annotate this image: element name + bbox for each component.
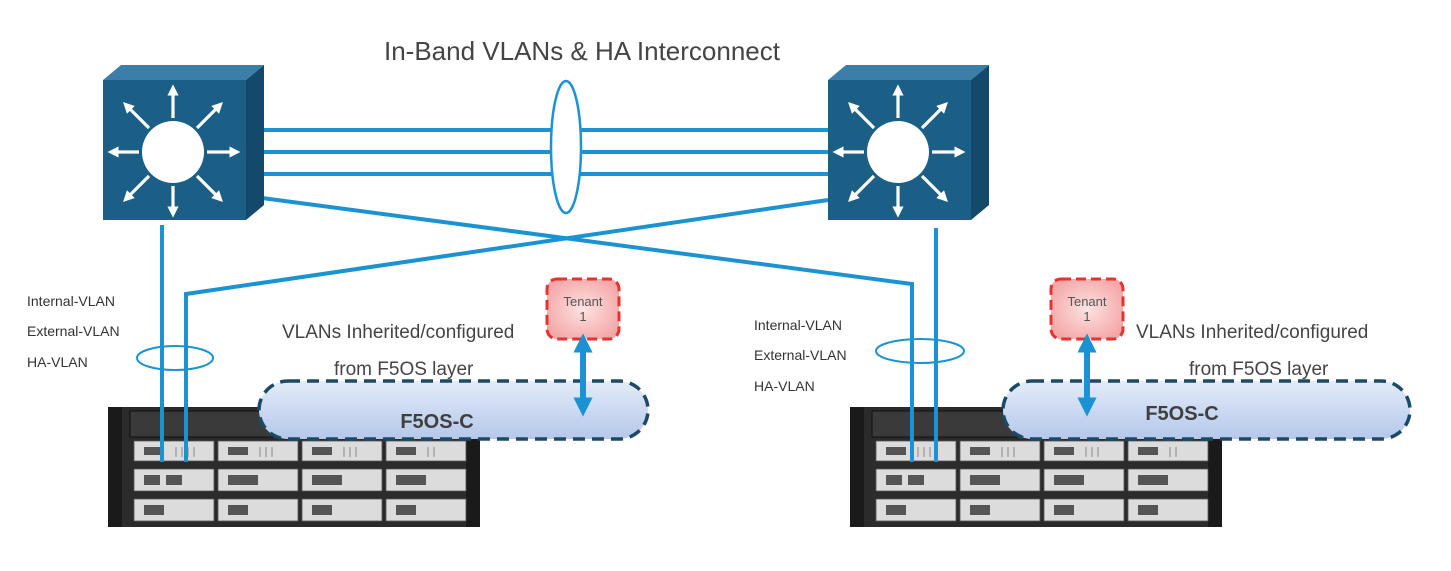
right-vlan-internal: Internal-VLAN — [754, 317, 842, 333]
layer3-switch-icon — [103, 65, 264, 220]
left-switch-to-right-chassis-link — [261, 196, 914, 462]
right-tenant-number: 1 — [1083, 309, 1090, 324]
left-vlan-ha: HA-VLAN — [27, 354, 88, 370]
chassis-cables — [160, 405, 938, 462]
left-vlan-bundle — [136, 345, 214, 371]
network-links — [160, 128, 938, 462]
left-tenant[interactable]: Tenant 1 — [545, 277, 621, 341]
left-inherited-line2: from F5OS layer — [334, 359, 474, 380]
right-vlan-list: Internal-VLAN External-VLAN HA-VLAN — [754, 317, 847, 394]
right-vlan-ha: HA-VLAN — [754, 378, 815, 394]
left-tenant-label: Tenant — [563, 294, 602, 309]
right-tenant[interactable]: Tenant 1 — [1049, 277, 1125, 341]
left-switch[interactable] — [103, 65, 264, 220]
left-f5os-label: F5OS-C — [400, 411, 473, 433]
left-vlan-internal: Internal-VLAN — [27, 293, 115, 309]
diagram-title: In-Band VLANs & HA Interconnect — [384, 36, 781, 66]
left-tenant-number: 1 — [579, 309, 586, 324]
right-f5os-label: F5OS-C — [1145, 403, 1218, 425]
right-switch[interactable] — [828, 65, 989, 220]
layer3-switch-icon — [828, 65, 989, 220]
right-tenant-label: Tenant — [1067, 294, 1106, 309]
left-vlan-external: External-VLAN — [27, 323, 120, 339]
right-vlan-external: External-VLAN — [754, 347, 847, 363]
right-vlan-bundle — [875, 338, 965, 364]
right-inherited-line2: from F5OS layer — [1189, 359, 1329, 380]
ha-interconnect-bundle — [549, 79, 583, 215]
left-f5os-layer[interactable]: F5OS-C — [257, 379, 650, 441]
left-inherited-line1: VLANs Inherited/configured — [282, 322, 514, 343]
left-vlan-list: Internal-VLAN External-VLAN HA-VLAN — [27, 293, 120, 370]
right-inherited-line1: VLANs Inherited/configured — [1136, 322, 1368, 343]
right-f5os-layer[interactable]: F5OS-C — [1001, 379, 1412, 441]
